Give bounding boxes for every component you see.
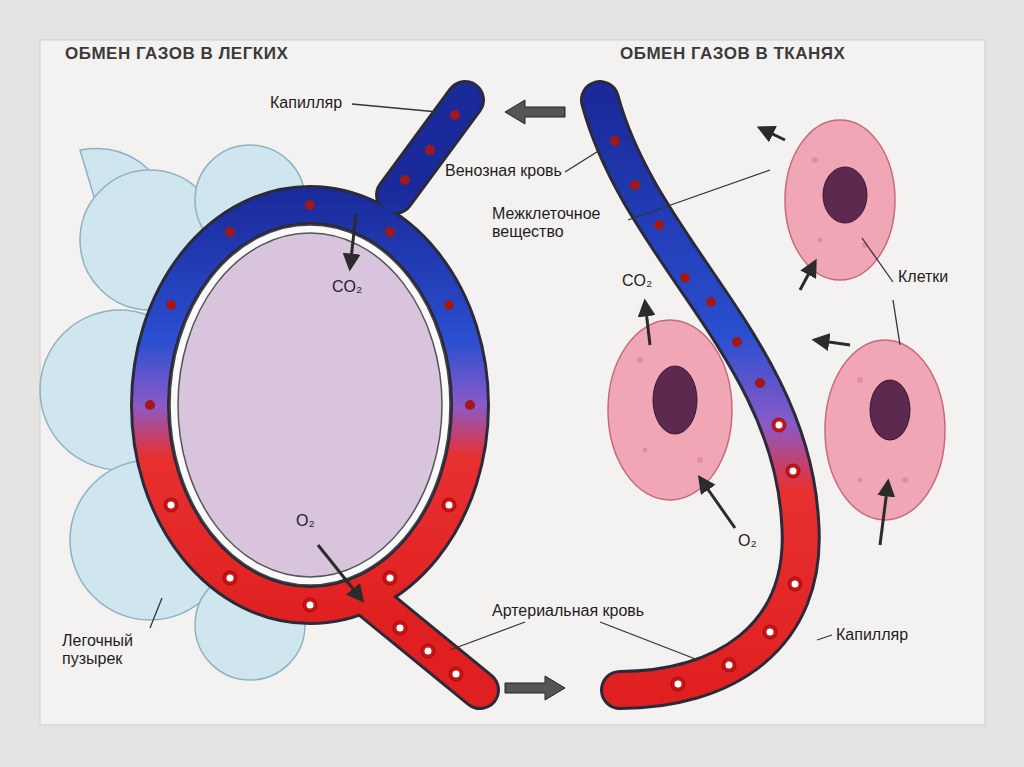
panel-heading: ОБМЕН ГАЗОВ В ЛЕГКИХ <box>65 44 288 64</box>
part-label: Легочный пузырек <box>62 632 187 669</box>
gas-label: O₂ <box>296 512 315 530</box>
panel-heading: ОБМЕН ГАЗОВ В ТКАНЯХ <box>620 44 845 64</box>
part-label: Межклеточное вещество <box>492 205 627 242</box>
gas-label: O₂ <box>738 532 757 550</box>
part-label: Клетки <box>898 268 948 286</box>
part-label: Капилляр <box>270 94 342 112</box>
gas-label: CO₂ <box>622 272 652 290</box>
gas-label: CO₂ <box>332 278 362 296</box>
part-label: Капилляр <box>836 626 908 644</box>
part-label: Венозная кровь <box>445 162 562 180</box>
part-label: Артериальная кровь <box>492 602 644 620</box>
